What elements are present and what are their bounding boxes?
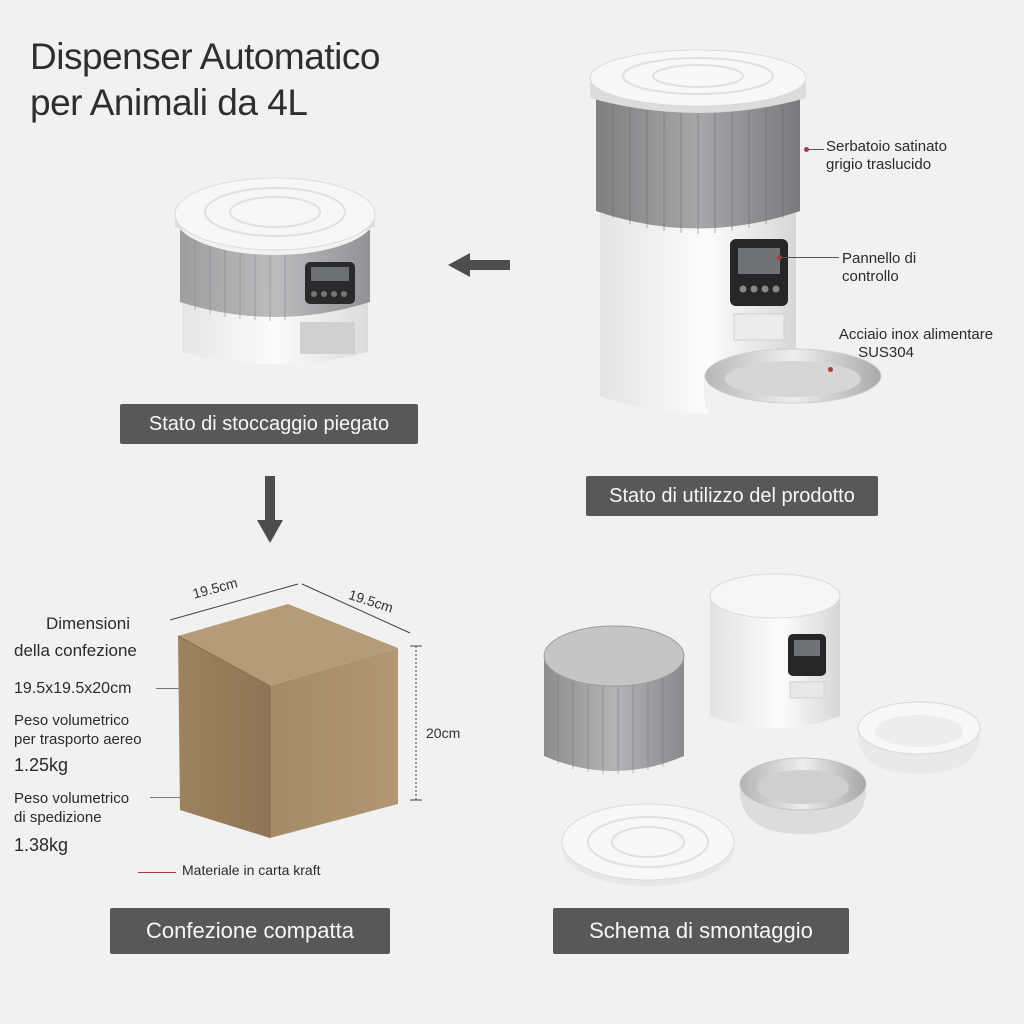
bowl-callout: Acciaio inox alimentare SUS304 [826,326,1006,362]
kraft-box-illustration [169,583,422,838]
tank-callout: Serbatoio satinato grigio traslucido [826,138,947,174]
bowl-callout-line1: Acciaio inox alimentare [838,326,994,343]
compact-package-label: Confezione compatta [110,908,390,954]
disassembly-illustration [543,573,981,886]
ship-weight-value: 1.38kg [14,834,69,855]
title-line-1: Dispenser Automatico [30,36,380,77]
folded-state-label: Stato di stoccaggio piegato [120,404,418,444]
in-use-feeder-illustration [588,49,882,449]
panel-callout-dot [777,255,782,260]
dimensions-title-line1: Dimensioni [45,614,131,633]
air-weight-line2: per trasporto aereo [14,730,142,748]
tank-callout-line2: grigio traslucido [826,156,932,173]
disassembly-label: Schema di smontaggio [553,908,849,954]
tank-callout-line1: Serbatoio satinato [826,138,947,155]
ship-weight: Peso volumetrico di spedizione 1.38kg [14,790,129,856]
dimensions-title: Dimensioni [28,613,148,634]
air-weight-value: 1.25kg [14,754,69,775]
folded-feeder-illustration [174,177,376,365]
arrow-left-icon [448,253,510,277]
tank-callout-line [808,149,824,150]
ship-weight-line1: Peso volumetrico [14,790,130,807]
dimensions-value: 19.5x19.5x20cm [14,679,131,699]
box-height-label: 20cm [426,725,461,741]
material-label: Materiale in carta kraft [182,862,321,878]
in-use-state-label: Stato di utilizzo del prodotto [586,476,878,516]
air-weight: Peso volumetrico per trasporto aereo 1.2… [14,712,142,776]
dimensions-subtitle: della confezione [14,640,137,661]
dimensions-value-text: 19.5x19.5x20cm [14,680,132,697]
dimensions-title-line2: della confezione [14,641,137,660]
panel-callout-line [781,257,839,258]
title-line-2: per Animali da 4L [30,81,308,123]
material-callout-line [138,872,176,873]
bowl-callout-line2: SUS304 [858,344,914,361]
arrow-down-icon [257,476,283,543]
panel-callout: Pannello di controllo [842,250,916,286]
tank-callout-dot [804,147,809,152]
ship-weight-line2: di spedizione [14,808,102,826]
page-title: Dispenser Automatico per Animali da 4L [30,34,490,126]
panel-callout-line2: controllo [842,268,899,285]
bowl-callout-dot [828,367,833,372]
air-weight-line1: Peso volumetrico [14,712,130,729]
panel-callout-line1: Pannello di [842,250,917,267]
